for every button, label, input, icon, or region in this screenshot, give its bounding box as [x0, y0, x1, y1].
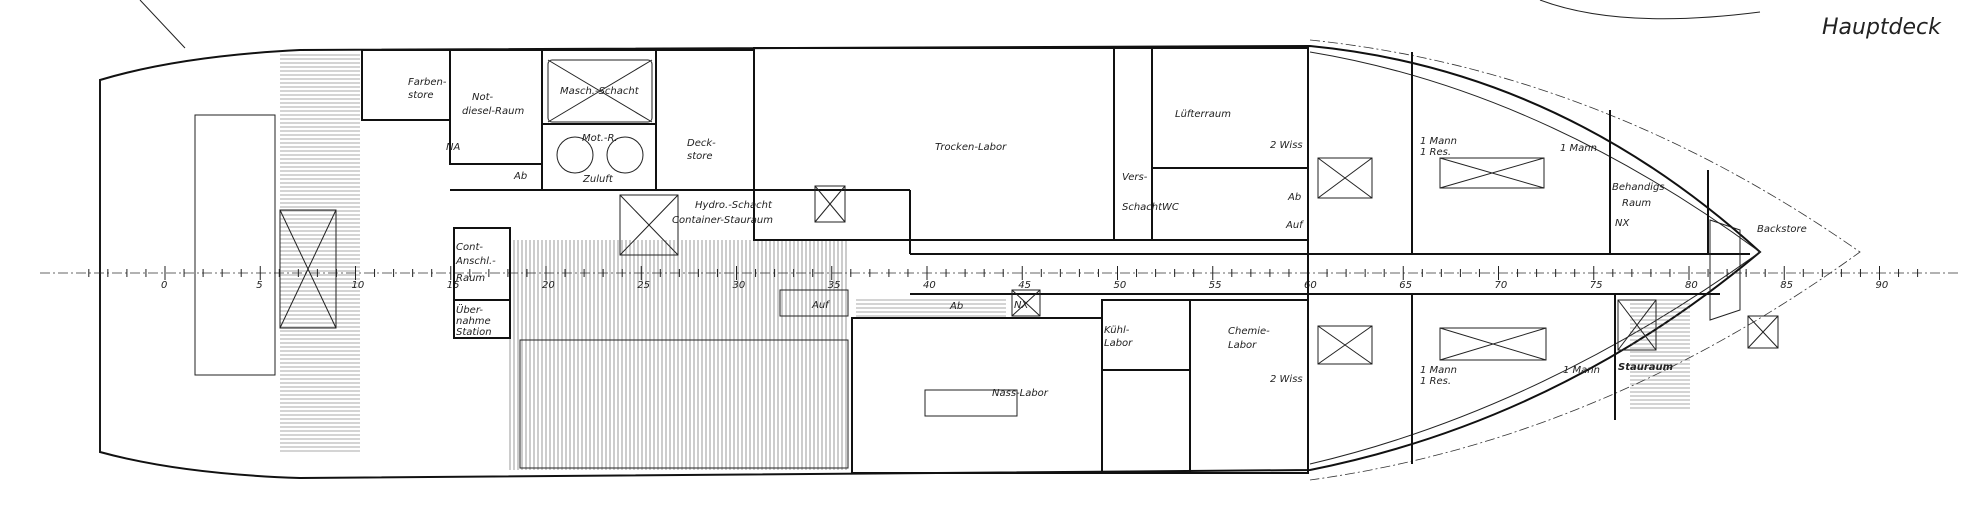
frame-label: 35 — [828, 280, 841, 291]
label-deckstore-2: store — [687, 151, 713, 162]
frame-label: 40 — [923, 280, 936, 291]
label-wc: WC — [1162, 202, 1179, 213]
label-ab-lower: Ab — [949, 301, 963, 312]
label-1-mann-res-upper-1: 1 Mann — [1420, 136, 1457, 147]
label-nass-labor: Nass-Labor — [992, 388, 1049, 399]
label-notdiesel-1: Not- — [472, 92, 494, 103]
room-labels: Farben- store Not- diesel-Raum Masch.-Sc… — [408, 77, 1807, 399]
label-stauraum: Stauraum — [1618, 362, 1673, 373]
construction-line — [139, 0, 186, 49]
label-cont-anschl-2: Anschl.- — [455, 256, 496, 267]
frame-label: 0 — [161, 280, 167, 291]
drawing-title: Hauptdeck — [1822, 15, 1942, 40]
frame-label: 25 — [637, 280, 650, 291]
label-chemie-labor-1: Chemie- — [1228, 326, 1270, 337]
frame-label: 20 — [542, 280, 555, 291]
frame-label: 60 — [1304, 280, 1317, 291]
machinery-shaft-cross — [194, 59, 846, 376]
label-ab-stair: Ab — [1287, 192, 1301, 203]
frame-label: 90 — [1876, 280, 1889, 291]
label-nx-lower: NX — [1014, 300, 1029, 311]
label-vers-schacht-1: Vers- — [1122, 172, 1148, 183]
label-auf-stair: Auf — [1285, 220, 1304, 231]
label-cont-anschl-3: Raum — [456, 273, 485, 284]
frame-label: 75 — [1590, 280, 1603, 291]
frame-label: 85 — [1780, 280, 1793, 291]
frame-label: 70 — [1495, 280, 1508, 291]
label-na: NA — [446, 142, 460, 153]
construction-arc — [1539, 0, 1761, 20]
frame-label: 50 — [1114, 280, 1127, 291]
hull-outline — [99, 39, 1861, 481]
label-kuehl-labor-1: Kühl- — [1104, 325, 1130, 336]
label-1-mann-res-lower-2: 1 Res. — [1420, 376, 1451, 387]
label-uebernahme-3: Station — [456, 327, 492, 338]
label-1-mann-res-upper-2: 1 Res. — [1420, 147, 1451, 158]
walls-fore — [1307, 48, 1779, 470]
label-auf-lower: Auf — [811, 300, 830, 311]
walls-lower — [519, 289, 1309, 474]
label-1-mann-upper: 1 Mann — [1560, 143, 1597, 154]
label-uebernahme-1: Über- — [456, 303, 483, 316]
label-2-wiss-upper: 2 Wiss — [1270, 140, 1303, 151]
label-behandigs-2: Raum — [1622, 198, 1651, 209]
frame-label: 55 — [1209, 280, 1222, 291]
corridor — [910, 253, 1750, 295]
frame-label: 65 — [1399, 280, 1412, 291]
label-2-wiss-lower: 2 Wiss — [1270, 374, 1303, 385]
label-behandigs-1: Behandigs — [1612, 182, 1665, 193]
label-farbenstore-2: store — [408, 90, 434, 101]
label-chemie-labor-2: Labor — [1228, 340, 1257, 351]
label-notdiesel-2: diesel-Raum — [462, 106, 524, 117]
label-1-mann-res-lower-1: 1 Mann — [1420, 365, 1457, 376]
label-kuehl-labor-2: Labor — [1104, 338, 1133, 349]
label-farbenstore-1: Farben- — [408, 77, 447, 88]
label-zuluft: Zuluft — [582, 174, 614, 185]
deck-hatching — [280, 54, 1690, 470]
label-trocken-labor: Trocken-Labor — [935, 142, 1007, 153]
frame-label: 45 — [1018, 280, 1031, 291]
label-lufterraum: Lüfterraum — [1175, 109, 1231, 120]
label-uebernahme-2: nahme — [456, 316, 491, 327]
label-container-stauraum: Container-Stauraum — [672, 215, 773, 226]
label-backstore: Backstore — [1757, 224, 1807, 235]
frame-label: 10 — [352, 280, 365, 291]
label-cont-anschl-1: Cont- — [456, 242, 483, 253]
label-mot-r: Mot.-R. — [582, 133, 618, 144]
label-masch-schacht: Masch.-Schacht — [560, 86, 640, 97]
label-nx-upper: NX — [1615, 218, 1630, 229]
label-vers-schacht-2: Schacht — [1122, 202, 1163, 213]
frame-label: 30 — [733, 280, 746, 291]
label-deckstore-1: Deck- — [687, 138, 716, 149]
walls-aft — [361, 47, 1309, 339]
label-ab-aft: Ab — [513, 171, 527, 182]
frame-label: 5 — [256, 280, 262, 291]
label-hydro-schacht: Hydro.-Schacht — [695, 200, 773, 211]
label-1-mann-lower: 1 Mann — [1563, 365, 1600, 376]
frame-label: 80 — [1685, 280, 1698, 291]
